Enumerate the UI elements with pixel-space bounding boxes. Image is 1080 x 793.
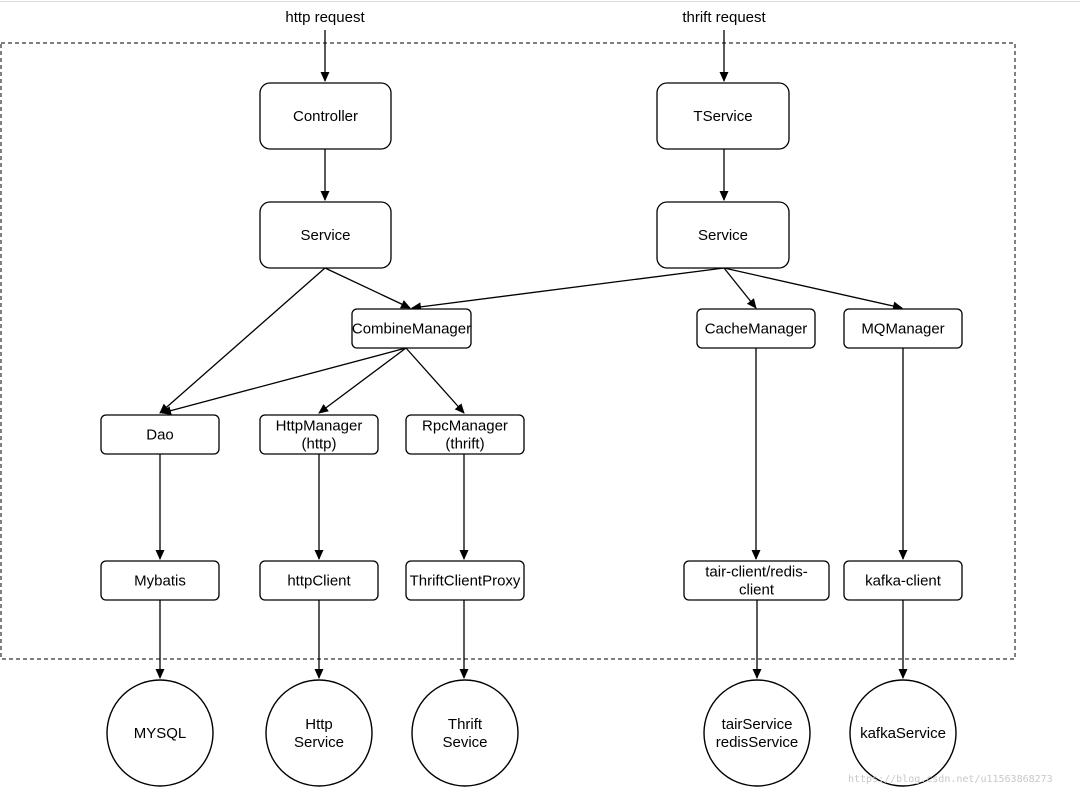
service-right-label: Service — [698, 227, 748, 244]
mysql-circle — [106, 679, 214, 787]
http-client-box — [259, 560, 379, 601]
edge-service-right-to-mq-manager — [723, 267, 903, 311]
dao-box — [100, 414, 220, 455]
kafka-client-box — [843, 560, 963, 601]
combine-manager-box — [351, 308, 472, 349]
edges-layer — [155, 30, 908, 679]
service-right-box — [656, 201, 790, 269]
thrift-client-proxy-box — [405, 560, 525, 601]
thrift-client-proxy-label: ThriftClientProxy — [410, 573, 521, 590]
thrift-service-circle — [411, 679, 519, 787]
tair-redis-client-box — [683, 560, 830, 601]
node-kafka-client: kafka-client — [843, 560, 963, 601]
service-left-box — [259, 201, 392, 269]
http-manager-label-2: (http) — [301, 436, 336, 453]
tservice-box — [656, 82, 790, 150]
edge-combine-manager-to-dao — [161, 347, 407, 416]
node-rpc-manager: RpcManager(thrift) — [405, 414, 525, 455]
node-mybatis: Mybatis — [100, 560, 220, 601]
node-tair-redis-client: tair-client/redis-client — [683, 560, 830, 601]
rpc-manager-box — [405, 414, 525, 455]
system-boundary — [0, 42, 1016, 660]
tair-redis-service-circle — [703, 679, 811, 787]
http-manager-box — [259, 414, 379, 455]
tair-redis-client-label-1: tair-client/redis- — [705, 564, 808, 581]
kafka-client-label: kafka-client — [865, 573, 942, 590]
node-http-manager: HttpManager(http) — [259, 414, 379, 455]
rpc-manager-label-2: (thrift) — [445, 436, 484, 453]
node-thrift-client-proxy: ThriftClientProxy — [405, 560, 525, 601]
cache-manager-label: CacheManager — [705, 321, 808, 338]
http-request-label: http request — [285, 9, 365, 26]
mysql-label: MYSQL — [134, 725, 187, 742]
node-combine-manager: CombineManager — [351, 308, 472, 349]
tair-redis-service-label-2: redisService — [716, 734, 799, 751]
mybatis-label: Mybatis — [134, 573, 186, 590]
node-service-right: Service — [656, 201, 790, 269]
node-tservice: TService — [656, 82, 790, 150]
tair-redis-client-label-2: client — [739, 582, 775, 599]
rpc-manager-label-1: RpcManager — [422, 418, 508, 435]
node-service-left: Service — [259, 201, 392, 269]
watermark: https://blog.csdn.net/u11563868273 — [848, 774, 1053, 785]
service-left-label: Service — [300, 227, 350, 244]
mq-manager-label: MQManager — [861, 321, 944, 338]
http-manager-label-1: HttpManager — [276, 418, 363, 435]
service-kafka-service: kafkaService — [849, 679, 957, 787]
http-service-circle — [265, 679, 373, 787]
http-client-label: httpClient — [287, 573, 351, 590]
edge-service-left-to-dao — [159, 267, 326, 414]
service-mysql: MYSQL — [106, 679, 214, 787]
edge-service-right-to-combine-manager — [411, 267, 725, 312]
thrift-service-label-1: Thrift — [448, 716, 483, 733]
http-service-label-1: Http — [305, 716, 333, 733]
tair-redis-service-label-1: tairService — [722, 716, 793, 733]
edge-service-right-to-cache-manager — [723, 267, 757, 309]
node-cache-manager: CacheManager — [696, 308, 816, 349]
mybatis-box — [100, 560, 220, 601]
thrift-service-label-2: Sevice — [442, 734, 487, 751]
edge-combine-manager-to-http-manager — [318, 347, 407, 414]
dao-label: Dao — [146, 427, 174, 444]
node-controller: Controller — [259, 82, 392, 150]
edge-service-left-to-combine-manager — [324, 267, 411, 309]
kafka-service-circle — [849, 679, 957, 787]
cache-manager-box — [696, 308, 816, 349]
controller-label: Controller — [293, 108, 358, 125]
tservice-label: TService — [693, 108, 752, 125]
thrift-request-label: thrift request — [682, 9, 766, 26]
node-http-client: httpClient — [259, 560, 379, 601]
node-mq-manager: MQManager — [843, 308, 963, 349]
edge-combine-manager-to-rpc-manager — [405, 347, 465, 414]
http-service-label-2: Service — [294, 734, 344, 751]
node-dao: Dao — [100, 414, 220, 455]
controller-box — [259, 82, 392, 150]
kafka-service-label: kafkaService — [860, 725, 946, 742]
mq-manager-box — [843, 308, 963, 349]
combine-manager-label: CombineManager — [352, 321, 471, 338]
